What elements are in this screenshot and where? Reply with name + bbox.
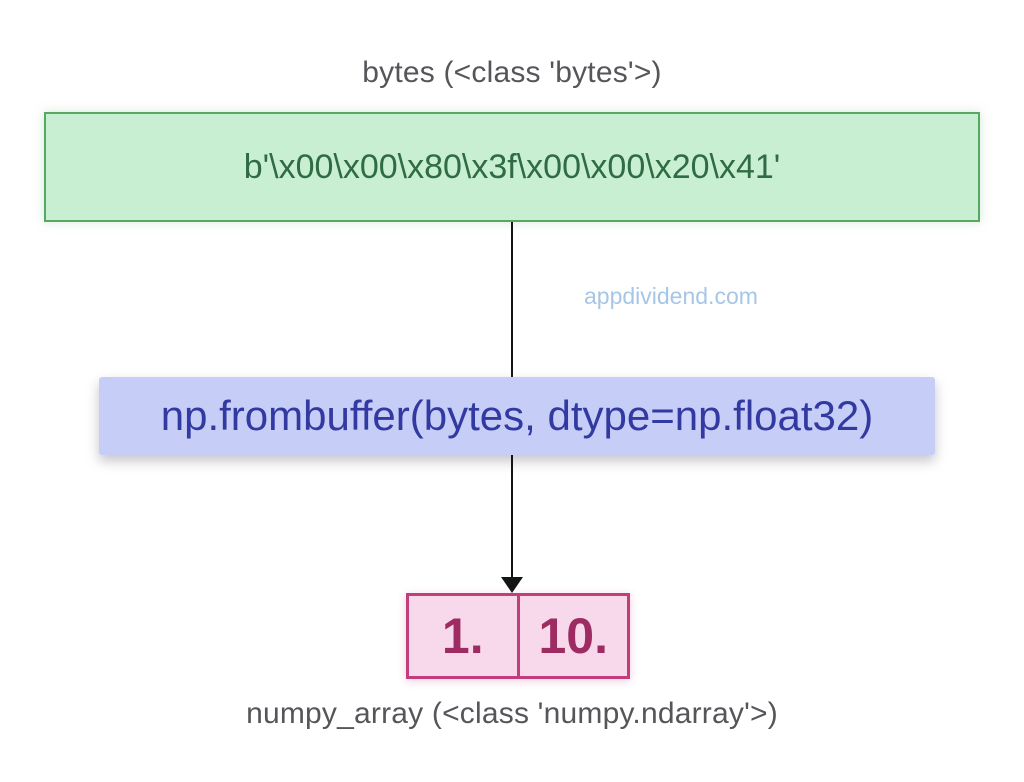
numpy-array-box: 1. 10. (406, 593, 630, 679)
numpy-array-type-label: numpy_array (<class 'numpy.ndarray'>) (246, 697, 778, 730)
bytes-value-text: b'\x00\x00\x80\x3f\x00\x00\x20\x41' (243, 147, 781, 186)
watermark-text: appdividend.com (584, 283, 758, 309)
bytes-value-box: b'\x00\x00\x80\x3f\x00\x00\x20\x41' (44, 112, 980, 222)
connector-bytes-to-function (511, 222, 513, 377)
array-cell-1: 10. (538, 608, 608, 664)
connector-function-to-array (511, 455, 513, 581)
array-cell-0: 1. (409, 596, 520, 676)
bytes-type-label: bytes (<class 'bytes'>) (362, 56, 662, 89)
arrowhead-down-icon (501, 577, 523, 593)
frombuffer-call-text: np.frombuffer(bytes, dtype=np.float32) (160, 392, 874, 439)
frombuffer-call-box: np.frombuffer(bytes, dtype=np.float32) (99, 377, 935, 455)
